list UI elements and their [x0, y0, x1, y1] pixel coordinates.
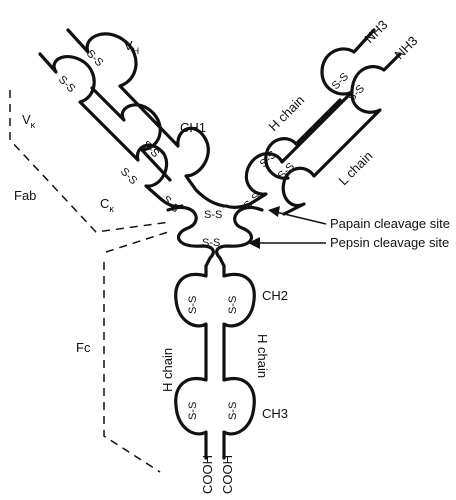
ss-left-hinge: S-S	[160, 194, 181, 215]
right-heavy-inner	[264, 98, 342, 180]
left-heavy-inner	[90, 86, 172, 182]
h-chain-right-stem-label: H chain	[255, 334, 270, 378]
left-heavy-chain	[66, 28, 226, 208]
papain-arrowhead	[268, 206, 280, 217]
ch1-label: CH1	[180, 120, 206, 135]
brackets	[9, 90, 171, 473]
ss-ch2-right: S-S	[227, 296, 239, 314]
ss-right-ch1: S-S	[258, 149, 279, 170]
vh-label: VH	[124, 38, 139, 56]
hinge-right	[215, 205, 264, 268]
ss-hinge-top: S-S	[204, 209, 222, 221]
left-light-chain	[38, 52, 184, 209]
disulfide-labels: S-S S-S S-S S-S S-S S-S S-S S-S S-S S-S …	[56, 48, 367, 420]
cooh-label-b: COOH	[220, 455, 235, 494]
ss-right-vh: S-S	[330, 71, 351, 92]
ck-label: Cκ	[100, 196, 114, 214]
fab-bracket-lower	[105, 231, 169, 253]
ss-vk: S-S	[56, 74, 77, 95]
ss-ck: S-S	[118, 166, 139, 187]
ss-ch3-left: S-S	[187, 402, 199, 420]
fab-bracket	[9, 90, 171, 233]
ch3-label: CH3	[262, 406, 288, 421]
papain-arrow	[275, 211, 327, 225]
cooh-label-a: COOH	[200, 455, 215, 494]
fc-label: Fc	[76, 340, 91, 355]
right-light-chain	[281, 52, 402, 216]
ch2-label: CH2	[262, 288, 288, 303]
ss-ch2-left: S-S	[187, 296, 199, 314]
hinge	[166, 205, 264, 268]
h-chain-right-label: H chain	[266, 92, 308, 134]
cleavage-arrows	[248, 206, 327, 249]
ss-right-vl: S-S	[346, 83, 367, 104]
fc-bracket	[103, 262, 161, 473]
pepsin-label: Pepsin cleavage site	[330, 235, 449, 250]
fc-right-chain	[222, 264, 256, 460]
hinge-left	[166, 205, 215, 268]
papain-label: Papain cleavage site	[330, 216, 450, 231]
h-chain-left-stem-label: H chain	[160, 348, 175, 392]
right-heavy-chain	[224, 28, 376, 209]
ss-hinge-bottom: S-S	[202, 237, 220, 249]
text-labels: VH Vκ CH1 Cκ Fab Fc H chain L chain NH3 …	[14, 17, 450, 494]
right-arm	[224, 28, 402, 216]
fab-label: Fab	[14, 188, 36, 203]
l-chain-label: L chain	[336, 148, 376, 188]
vk-label: Vκ	[22, 112, 36, 130]
pepsin-arrowhead	[248, 237, 260, 249]
fc-left-chain	[174, 264, 208, 460]
left-arm	[38, 28, 226, 209]
nh3-label-a: NH3	[362, 17, 391, 46]
fc-stem	[174, 264, 256, 460]
ss-ch3-right: S-S	[227, 402, 239, 420]
